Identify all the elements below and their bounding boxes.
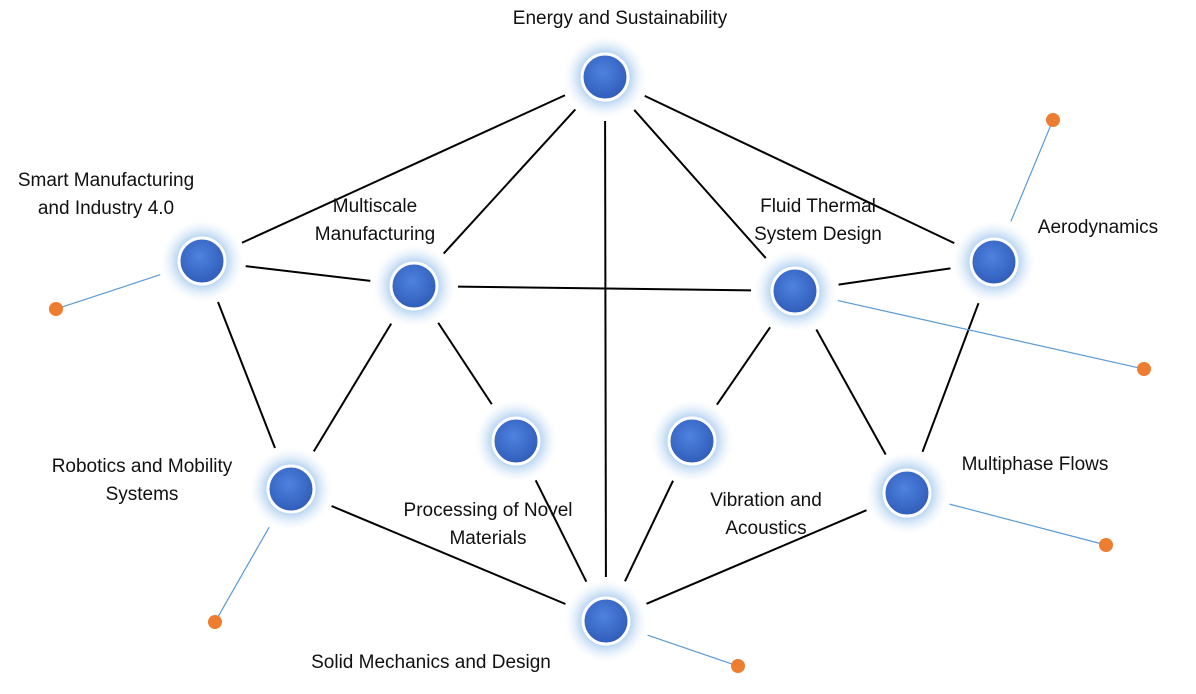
- node-circle-multiscale: [389, 261, 439, 311]
- leaf-edge-solid: [647, 634, 734, 665]
- edge-robotics-solid: [331, 505, 566, 605]
- edges-layer: [217, 94, 980, 605]
- edge-aero-multiphase: [921, 302, 980, 453]
- node-vibration: [651, 400, 733, 482]
- node-circle-fluid: [770, 266, 820, 316]
- leaf-edge-aero: [1010, 124, 1052, 222]
- edge-energy-aero: [644, 94, 955, 245]
- edge-multiscale-robotics: [312, 323, 393, 452]
- node-smart: [161, 220, 243, 302]
- node-robotics: [250, 448, 332, 530]
- edge-energy-multiscale: [442, 108, 577, 255]
- node-energy: [564, 36, 646, 118]
- label-robotics-and-mobility-systems: Robotics and Mobility Systems: [51, 456, 233, 505]
- leaf-edge-smart: [60, 274, 161, 309]
- node-fluid: [754, 250, 836, 332]
- label-multiscale-manufacturing: Multiscale Manufacturing: [314, 196, 436, 245]
- label-aerodynamics: Aerodynamics: [1037, 217, 1159, 238]
- label-processing-of-novel-materials: Processing of Novel Materials: [403, 500, 573, 549]
- edge-fluid-aero: [838, 267, 951, 286]
- label-vibration-and-acoustics: Vibration and Acoustics: [710, 490, 822, 539]
- leaf-dot-aero: [1046, 113, 1060, 127]
- edge-energy-fluid: [633, 109, 767, 259]
- node-multiscale: [373, 245, 455, 327]
- node-multiphase: [866, 452, 948, 534]
- node-circle-vibration: [667, 416, 717, 466]
- leaf-edge-multiphase: [949, 503, 1102, 545]
- leaf-dot-smart: [49, 302, 63, 316]
- edge-multiscale-processing: [437, 322, 493, 405]
- label-smart-manufacturing: Smart Manufacturing and Industry 4.0: [17, 170, 195, 219]
- leaves-layer: [49, 113, 1151, 673]
- leaf-dot-multiphase: [1099, 538, 1113, 552]
- leaf-dot-robotics: [208, 615, 222, 629]
- label-multiphase-flows: Multiphase Flows: [961, 454, 1109, 475]
- label-fluid-thermal-system-design: Fluid Thermal System Design: [754, 196, 882, 245]
- label-solid-mechanics-and-design: Solid Mechanics and Design: [311, 652, 551, 673]
- edge-smart-robotics: [217, 301, 276, 449]
- nodes-layer: [161, 36, 1035, 662]
- edge-energy-smart: [241, 94, 566, 244]
- edge-multiphase-solid: [646, 509, 867, 605]
- node-circle-processing: [491, 416, 541, 466]
- node-circle-solid: [581, 596, 631, 646]
- node-circle-multiphase: [882, 468, 932, 518]
- leaf-edge-robotics: [216, 526, 270, 618]
- node-circle-aero: [969, 237, 1019, 287]
- node-aero: [953, 221, 1035, 303]
- label-energy-and-sustainability: Energy and Sustainability: [512, 8, 728, 29]
- leaf-dot-solid: [731, 659, 745, 673]
- edge-energy-solid: [604, 120, 607, 578]
- node-circle-robotics: [266, 464, 316, 514]
- edge-multiscale-fluid: [457, 285, 752, 292]
- leaf-dot-fluid: [1137, 362, 1151, 376]
- edge-fluid-vibration: [716, 326, 771, 406]
- node-solid: [565, 580, 647, 662]
- edge-processing-solid: [534, 479, 588, 583]
- node-circle-smart: [177, 236, 227, 286]
- leaf-edge-fluid: [837, 300, 1140, 369]
- edge-vibration-solid: [624, 480, 674, 582]
- node-processing: [475, 400, 557, 482]
- edge-fluid-multiphase: [815, 328, 887, 456]
- edge-smart-multiscale: [245, 265, 371, 282]
- node-circle-energy: [580, 52, 630, 102]
